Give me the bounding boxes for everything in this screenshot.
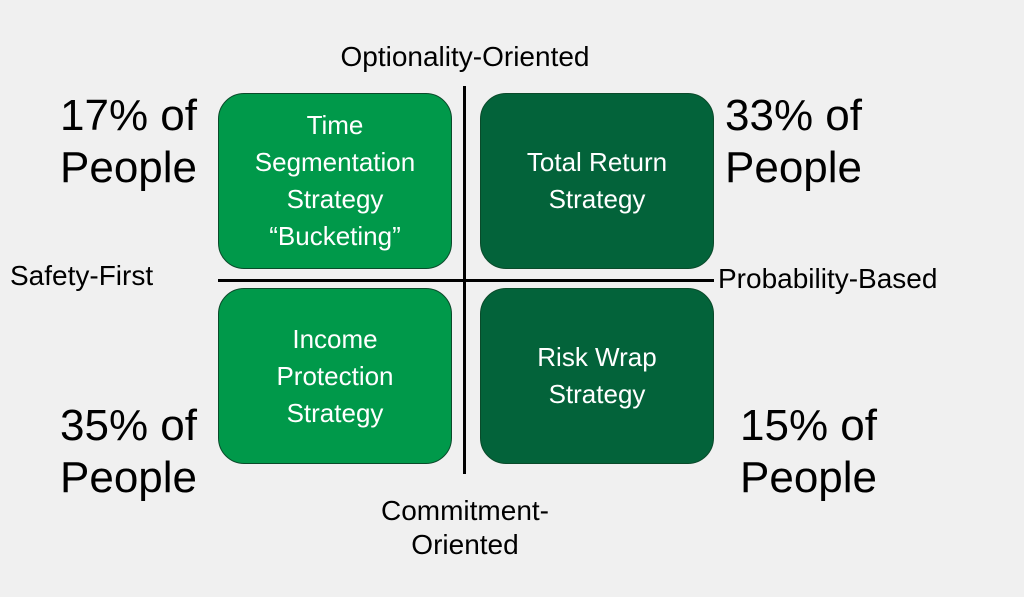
quadrant-bl-line-3: Strategy: [286, 397, 384, 428]
quadrant-risk-wrap-strategy: Risk Wrap Strategy: [480, 288, 714, 464]
axis-label-bottom: Commitment- Oriented: [330, 494, 600, 562]
percent-br-line-1: 15% of: [740, 401, 877, 450]
axis-label-left: Safety-First: [10, 260, 154, 291]
percent-label-top-left: 17% of People: [60, 90, 197, 194]
quadrant-bl-line-2: Protection: [276, 360, 394, 391]
quadrant-time-segmentation-strategy: Time Segmentation Strategy “Bucketing”: [218, 93, 452, 269]
percent-bl-line-2: People: [60, 453, 198, 502]
percent-label-bottom-right: 15% of People: [740, 400, 877, 504]
axis-label-bottom-line-1: Commitment-: [380, 495, 549, 526]
quadrant-total-return-strategy: Total Return Strategy: [480, 93, 714, 269]
percent-tr-line-1: 33% of: [725, 91, 862, 140]
percent-label-top-right: 33% of People: [725, 90, 862, 194]
quadrant-br-line-2: Strategy: [548, 379, 646, 409]
quadrant-tl-line-4: “Bucketing”: [269, 221, 401, 251]
axis-label-top: Optionality-Oriented: [340, 41, 590, 72]
quadrant-tr-line-1: Total Return: [526, 147, 668, 177]
axis-label-right: Probability-Based: [718, 263, 938, 294]
quadrant-tl-line-1: Time: [306, 110, 364, 140]
horizontal-axis-line: [218, 279, 714, 282]
axis-label-bottom-line-2: Oriented: [411, 529, 519, 560]
quadrant-br-line-1: Risk Wrap: [537, 342, 657, 372]
quadrant-bl-line-1: Income: [292, 323, 378, 354]
percent-label-bottom-left: 35% of People: [60, 400, 197, 504]
quadrant-tl-line-3: Strategy: [286, 184, 384, 214]
percent-tr-line-2: People: [725, 143, 863, 192]
percent-bl-line-1: 35% of: [60, 401, 197, 450]
quadrant-income-protection-strategy: Income Protection Strategy: [218, 288, 452, 464]
quadrant-tl-line-2: Segmentation: [254, 147, 416, 177]
percent-br-line-2: People: [740, 453, 878, 502]
percent-tl-line-1: 17% of: [60, 91, 197, 140]
quadrant-tr-line-2: Strategy: [548, 184, 646, 214]
percent-tl-line-2: People: [60, 143, 198, 192]
